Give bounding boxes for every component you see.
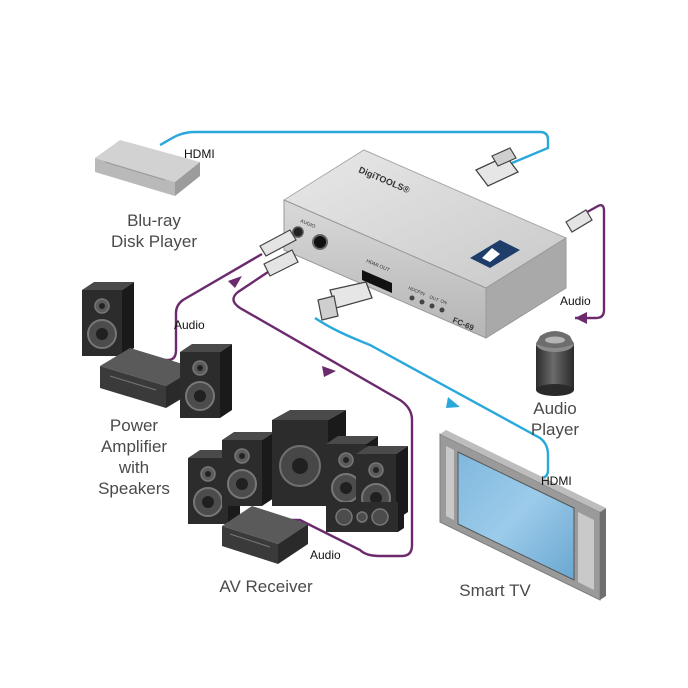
audio-plug-unit <box>259 229 299 277</box>
kramer-logo <box>470 240 520 268</box>
label-bluray: Blu-ray Disk Player <box>111 211 197 251</box>
tag-hdmi-out: HDMI <box>541 474 572 488</box>
label-av-receiver: AV Receiver <box>219 577 313 596</box>
tag-audio-amp: Audio <box>174 318 205 332</box>
center-speaker <box>326 498 404 532</box>
label-power-amplifier: Power Amplifier with Speakers <box>98 416 170 498</box>
label-smart-tv: Smart TV <box>459 581 531 600</box>
audio-arrow-amp <box>228 276 242 288</box>
audio-cable-receiver <box>232 271 414 558</box>
port-audio-label: AUDIO <box>299 218 316 230</box>
hdmi-cable-in <box>159 130 550 165</box>
audio-cable-amplifier <box>150 252 263 362</box>
tv-screen <box>457 451 575 581</box>
power-amplifier-speakers <box>81 281 233 419</box>
label-audio-player: Audio Player <box>530 399 580 439</box>
tag-audio-receiver: Audio <box>310 548 341 562</box>
smart-tv <box>439 430 606 601</box>
audio-arrow-rcv <box>322 366 336 377</box>
fc69-converter-unit: DigiTOOLS® AUDIO HDMI OUT HDCP IN OUT ON… <box>282 149 568 339</box>
hdmi-cable-out <box>314 317 550 480</box>
audio-arrow-player <box>575 312 587 324</box>
receiver-box <box>222 506 308 564</box>
audio-player <box>536 331 574 396</box>
led-label-out: OUT <box>429 294 440 302</box>
hdmi-plug-out <box>317 281 373 321</box>
audio-plug-player <box>565 209 593 233</box>
bluray-player <box>95 140 200 196</box>
audio-cable-player <box>575 203 606 320</box>
tag-audio-player: Audio <box>560 294 591 308</box>
led-label-on: ON <box>440 298 448 305</box>
led-label-in: IN <box>420 290 426 296</box>
tag-hdmi-in: HDMI <box>184 147 215 161</box>
hdmi-arrow <box>446 397 460 408</box>
av-receiver-speakers <box>187 410 409 564</box>
status-leds <box>409 295 445 313</box>
led-label-hdcp: HDCP <box>408 285 422 295</box>
hdmi-plug-in <box>474 147 520 187</box>
